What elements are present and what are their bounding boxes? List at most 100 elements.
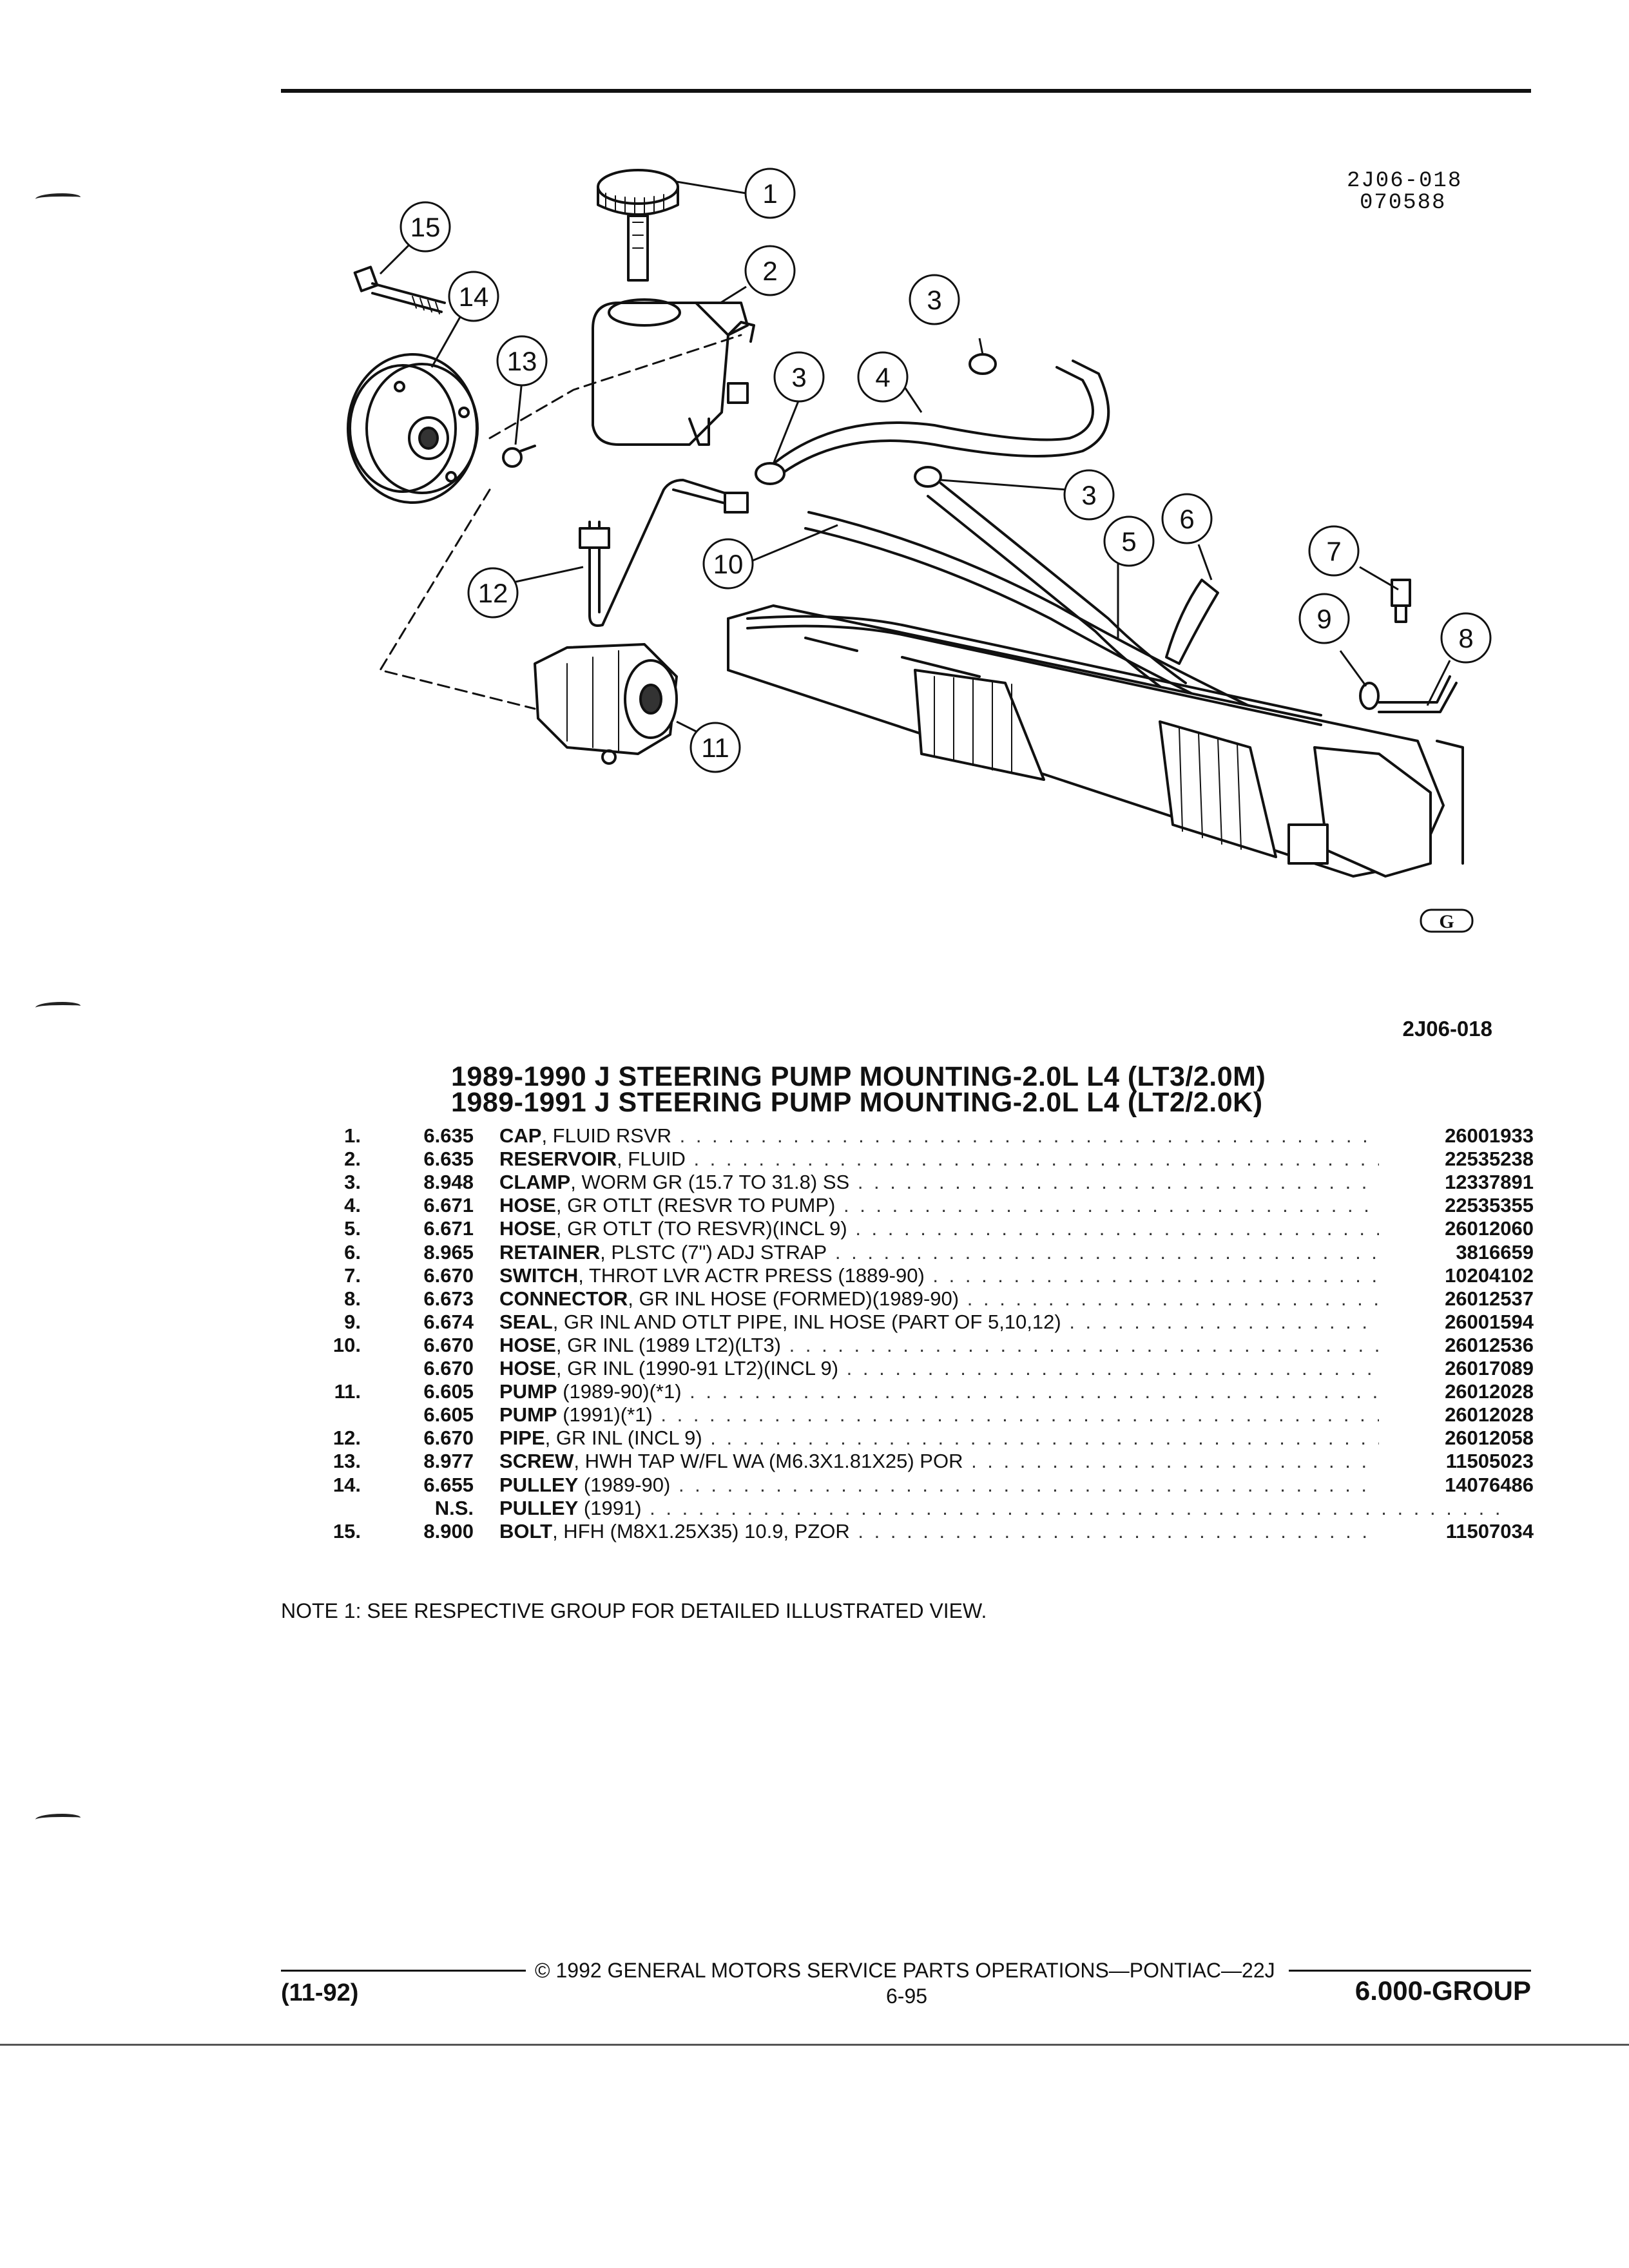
catalog-group: 6.670 (423, 1264, 474, 1287)
svg-text:4: 4 (875, 362, 890, 392)
svg-text:9: 9 (1316, 604, 1331, 634)
part-description: CONNECTOR, GR INL HOSE (FORMED)(1989-90)… (499, 1287, 1511, 1311)
callout-4: 4 (857, 351, 909, 403)
outlet-hose-icon (772, 360, 1110, 481)
callout-1: 1 (744, 168, 796, 219)
edge-mark (35, 1002, 81, 1012)
part-name: PIPE (499, 1427, 545, 1450)
part-name: RETAINER (499, 1240, 601, 1264)
footer-copyright: © 1992 GENERAL MOTORS SERVICE PARTS OPER… (535, 1959, 1275, 1982)
part-number: 26012537 (1379, 1287, 1534, 1311)
catalog-group: 6.605 (423, 1403, 474, 1427)
part-number: 26001594 (1379, 1310, 1534, 1334)
pulley-icon (347, 353, 479, 504)
catalog-group: 6.670 (423, 1333, 474, 1356)
part-description: HOSE, GR INL (1990-91 LT2)(INCL 9) . . .… (499, 1357, 1511, 1380)
callout-3: 3 (773, 351, 825, 403)
callout-12: 12 (467, 567, 519, 619)
leader-dots: . . . . . . . . . . . . . . . . . . . . … (678, 1473, 1511, 1496)
part-name: HOSE (499, 1357, 556, 1379)
steering-gear-icon (727, 604, 1464, 878)
footer-date: (11-92) (281, 1979, 359, 2006)
part-name: HOSE (499, 1217, 556, 1240)
catalog-group: 8.900 (423, 1519, 474, 1542)
part-number: 26012028 (1379, 1380, 1534, 1404)
svg-text:13: 13 (507, 346, 537, 376)
part-detail: , GR INL (1990-91 LT2)(INCL 9) (555, 1357, 839, 1379)
catalog-group: 6.655 (423, 1473, 474, 1496)
callout-11: 11 (689, 722, 741, 773)
part-number: 10204102 (1379, 1264, 1534, 1287)
edge-mark (35, 193, 81, 203)
edge-mark (35, 1814, 81, 1823)
part-detail: , HFH (M8X1.25X35) 10.9, PZOR (552, 1519, 850, 1542)
footer-group: 6.000-GROUP (1354, 1975, 1531, 2006)
clamp-icon (914, 466, 942, 488)
figure-ref-date: 070588 (1360, 191, 1447, 215)
leader-dots: . . . . . . . . . . . . . . . . . . . . … (693, 1148, 1511, 1171)
item-number: 7. (344, 1264, 361, 1287)
parts-row: 12. 6.670 PIPE, GR INL (INCL 9) . . . . . … (284, 1427, 1534, 1450)
catalog-group: 6.674 (423, 1310, 474, 1333)
part-detail: , GR OTLT (TO RESVR)(INCL 9) (555, 1217, 847, 1240)
leader-dots: . . . . . . . . . . . . . . . . . . . . … (650, 1496, 1511, 1519)
part-detail: , GR INL AND OTLT PIPE, INL HOSE (PART O… (552, 1310, 1061, 1333)
item-number: 12. (333, 1427, 361, 1450)
item-number: 15. (333, 1519, 361, 1542)
part-description: SWITCH, THROT LVR ACTR PRESS (1889-90) .… (499, 1264, 1511, 1287)
part-number: 26012536 (1379, 1333, 1534, 1357)
svg-text:3: 3 (1081, 480, 1096, 510)
part-description: PIPE, GR INL (INCL 9) . . . . . . . . . … (499, 1427, 1511, 1450)
part-name: BOLT (499, 1519, 553, 1542)
fluid-reservoir-icon (592, 298, 755, 446)
item-number: 8. (344, 1287, 361, 1310)
part-detail: , GR INL (1989 LT2)(LT3) (555, 1333, 782, 1356)
catalog-group: 6.671 (423, 1217, 474, 1240)
part-description: PULLEY (1991) . . . . . . . . . . . . . … (499, 1497, 1511, 1520)
top-rule (281, 89, 1531, 93)
clamp-icon (969, 353, 997, 375)
part-detail: , GR INL (INCL 9) (545, 1427, 702, 1450)
bolt-icon (353, 265, 446, 314)
part-name: CLAMP (499, 1171, 571, 1194)
catalog-group: 6.605 (423, 1380, 474, 1403)
part-description: CAP, FLUID RSVR . . . . . . . . . . . . … (499, 1124, 1511, 1148)
part-number: 11505023 (1379, 1450, 1534, 1474)
note-text: NOTE 1: SEE RESPECTIVE GROUP FOR DETAILE… (281, 1599, 987, 1622)
part-name: PUMP (499, 1380, 557, 1403)
part-detail: (1991)(*1) (557, 1403, 653, 1427)
figure-ref-code: 2J06-018 (1347, 169, 1463, 193)
part-number: 3816659 (1379, 1240, 1534, 1264)
exploded-view-diagram: 1 2 3 3 3 4 5 6 7 8 9 10 11 12 13 14 15 … (347, 168, 1492, 933)
catalog-group: 6.670 (423, 1427, 474, 1450)
item-number: 13. (333, 1450, 361, 1473)
part-description: PUMP (1991)(*1) . . . . . . . . . . . . … (499, 1403, 1511, 1427)
part-name: HOSE (499, 1194, 556, 1217)
part-detail: , PLSTC (7") ADJ STRAP (600, 1240, 827, 1264)
part-detail: , HWH TAP W/FL WA (M6.3X1.81X25) POR (574, 1450, 963, 1473)
part-description: SEAL, GR INL AND OTLT PIPE, INL HOSE (PA… (499, 1311, 1511, 1334)
part-detail: , FLUID RSVR (541, 1124, 671, 1147)
part-number: 12337891 (1379, 1171, 1534, 1195)
part-detail: , FLUID (617, 1148, 686, 1171)
fluid-reservoir-cap-icon (597, 169, 679, 282)
svg-text:5: 5 (1121, 526, 1136, 557)
inlet-pipe-icon (579, 479, 749, 627)
part-detail: , GR OTLT (RESVR TO PUMP) (555, 1194, 836, 1217)
leader-dots: . . . . . . . . . . . . . . . . . . . . … (710, 1427, 1511, 1450)
svg-text:14: 14 (459, 282, 489, 312)
part-description: SCREW, HWH TAP W/FL WA (M6.3X1.81X25) PO… (499, 1450, 1511, 1473)
part-number: 14076486 (1379, 1473, 1534, 1497)
catalog-group: N.S. (434, 1496, 474, 1519)
seal-icon (1359, 682, 1380, 710)
footer-page-number: 6-95 (886, 1984, 928, 2008)
part-description: PUMP (1989-90)(*1) . . . . . . . . . . .… (499, 1380, 1511, 1403)
